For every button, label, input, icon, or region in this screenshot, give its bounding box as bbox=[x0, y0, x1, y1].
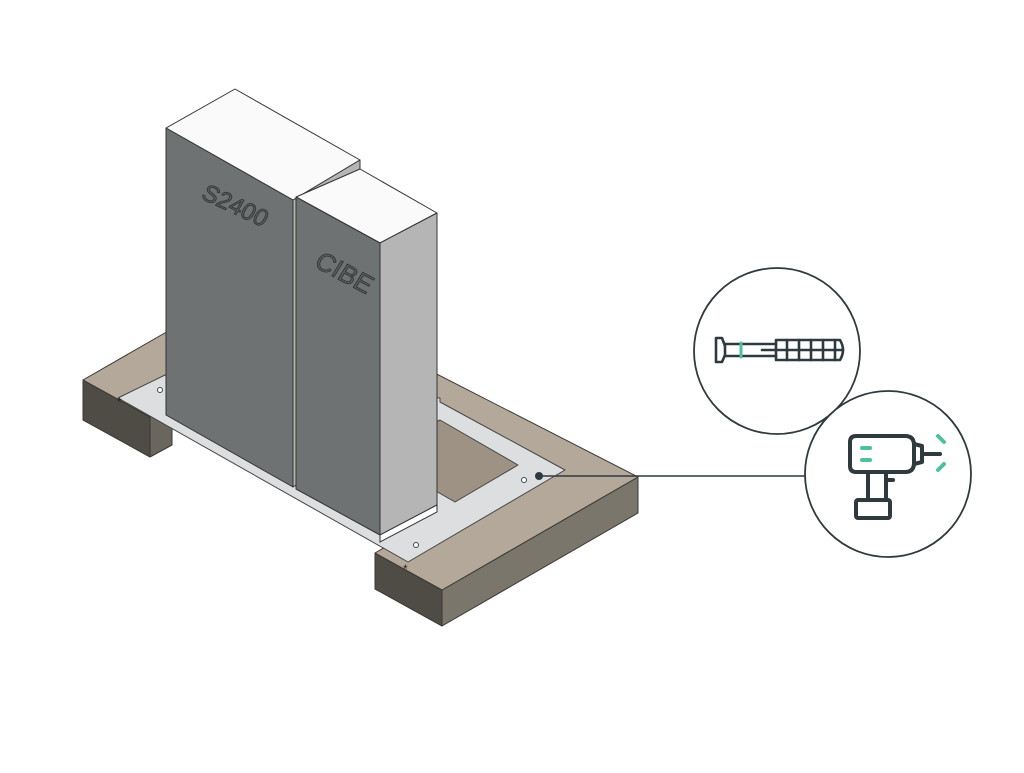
plate-hole-1 bbox=[157, 387, 163, 393]
plate-hole-2 bbox=[413, 542, 419, 548]
drill-callout bbox=[804, 390, 972, 558]
leader-dot bbox=[535, 472, 543, 480]
anchor-callout bbox=[693, 267, 861, 435]
cordless-drill-icon bbox=[848, 434, 942, 520]
cabinet-base-strip bbox=[379, 504, 438, 543]
fixing-mark-left: * bbox=[117, 395, 122, 409]
cabinet-cibe bbox=[295, 168, 438, 536]
cabinet-cibe-side bbox=[379, 212, 438, 536]
plate-hole-3 bbox=[521, 477, 527, 483]
cabinet-cibe-front bbox=[295, 196, 381, 536]
drill-accent-marks bbox=[860, 434, 946, 472]
callout-leader bbox=[535, 472, 806, 480]
fixing-mark-bottom: * bbox=[403, 562, 408, 576]
wall-plug-anchor-icon bbox=[714, 336, 845, 364]
